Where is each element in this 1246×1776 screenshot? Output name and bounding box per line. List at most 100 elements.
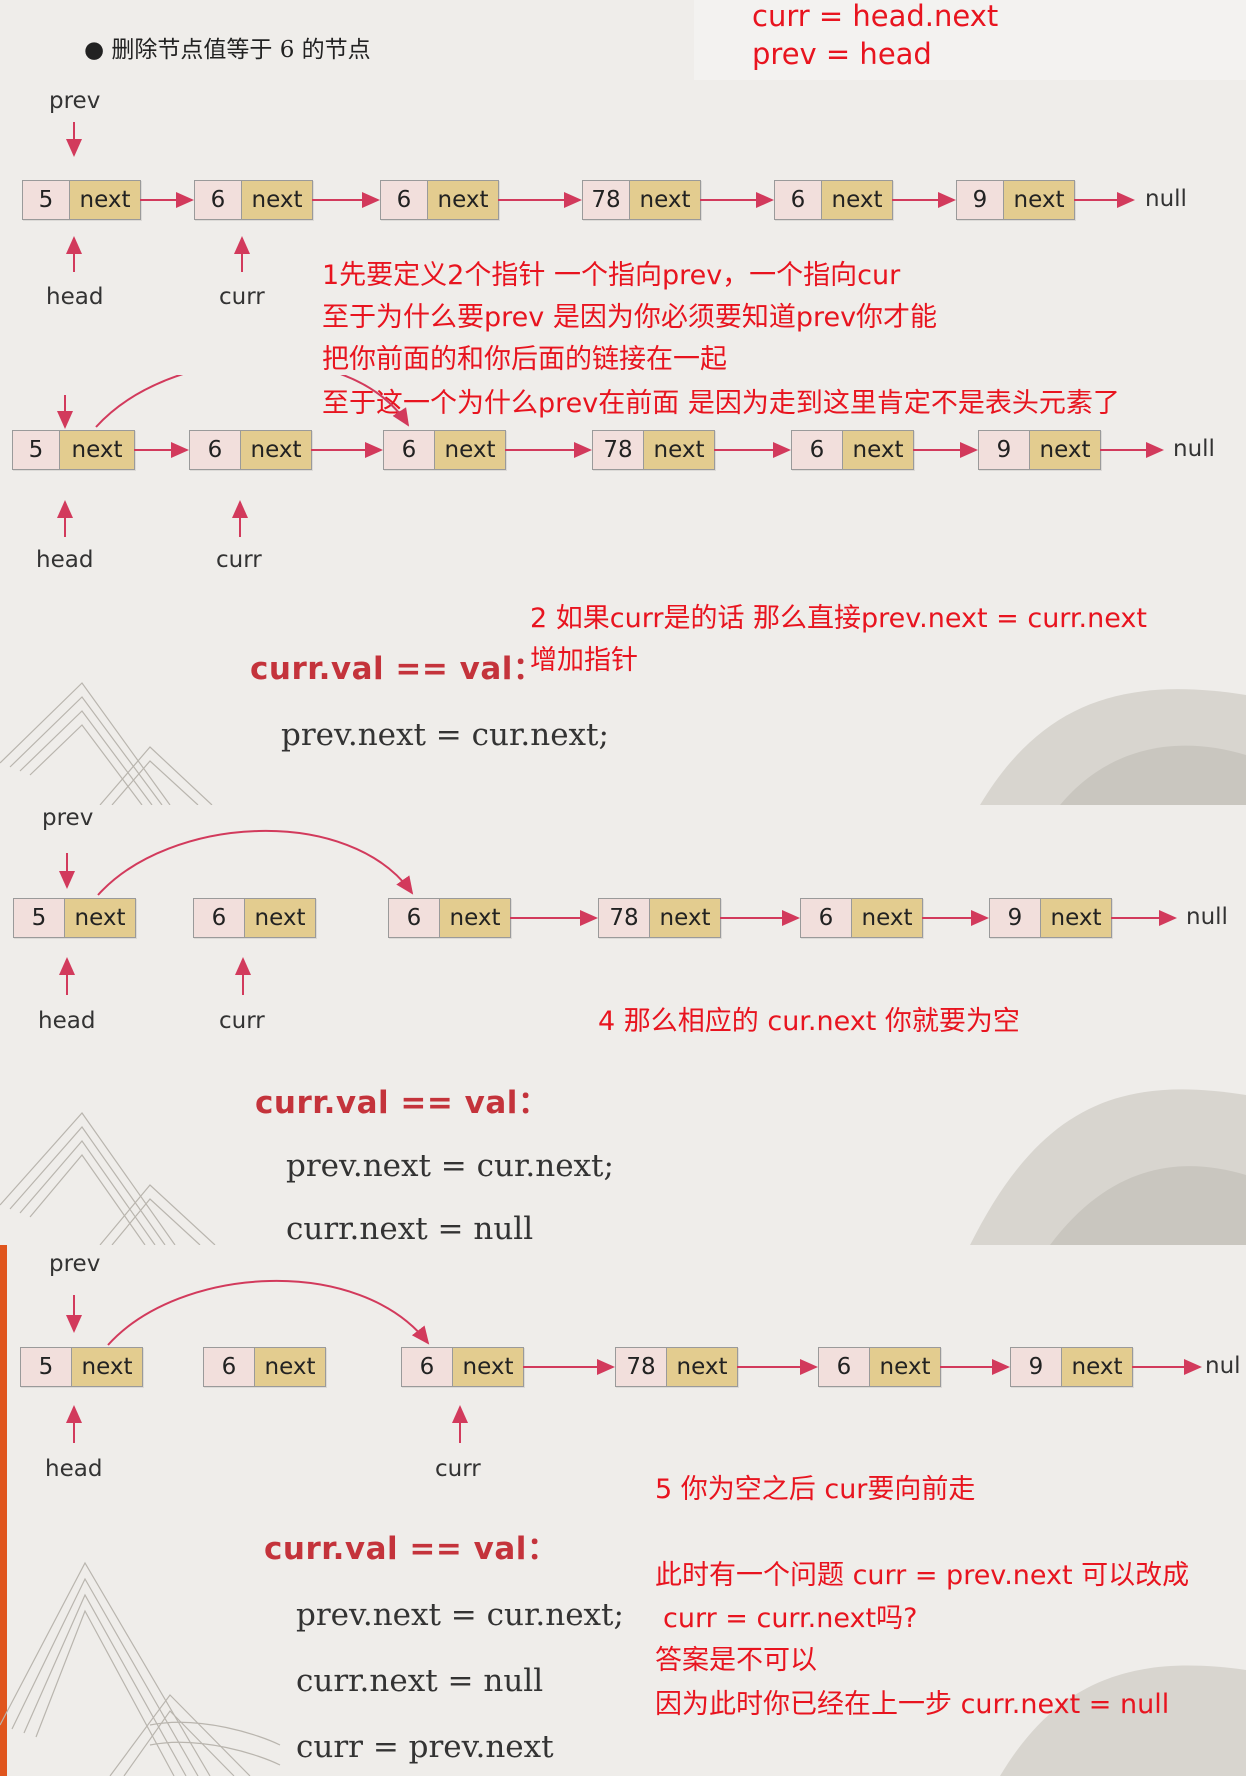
note-line: 答案是不可以 (655, 1645, 817, 1676)
node-value: 78 (593, 431, 644, 469)
node-next-field: next (852, 899, 922, 937)
node-value: 9 (979, 431, 1030, 469)
note-line: 增加指针 (530, 645, 638, 676)
node-value: 6 (194, 899, 245, 937)
top-note-line-2: prev = head (752, 37, 932, 71)
node-value: 5 (23, 181, 70, 219)
note-line: 至于这一个为什么prev在前面 是因为走到这里肯定不是表头元素了 (322, 388, 1120, 419)
node-value: 6 (190, 431, 241, 469)
node-next-field: next (630, 181, 700, 219)
curr-pointer-label: curr (435, 1456, 481, 1482)
curr-pointer-label: curr (219, 1008, 265, 1034)
code-line: curr = prev.next (296, 1729, 554, 1765)
node-value: 9 (990, 899, 1041, 937)
node-next-field: next (1030, 431, 1100, 469)
note-line: 因为此时你已经在上一步 curr.next = null (655, 1689, 1170, 1720)
node-value: 6 (384, 431, 435, 469)
node-value: 5 (13, 431, 60, 469)
node-value: 9 (1011, 1348, 1062, 1386)
node-next-field: next (843, 431, 913, 469)
node-next-field: next (870, 1348, 940, 1386)
node-next-field: next (435, 431, 505, 469)
node-value: 6 (402, 1348, 453, 1386)
head-pointer-label: head (45, 1456, 103, 1482)
node-next-field: next (453, 1348, 523, 1386)
note-line: 5 你为空之后 cur要向前走 (655, 1474, 976, 1505)
mountain-decoration (0, 682, 1246, 805)
node-value: 78 (599, 899, 650, 937)
mountain-decoration (0, 1561, 1246, 1776)
node-value: 6 (792, 431, 843, 469)
node-value: 6 (381, 181, 428, 219)
slide-panel-1: ● 删除节点值等于 6 的节点 curr = head.next prev = … (0, 0, 1246, 375)
node-next-field: next (241, 431, 311, 469)
node-next-field: next (1041, 899, 1111, 937)
node-value: 6 (204, 1348, 255, 1386)
node-next-field: next (667, 1348, 737, 1386)
node-next-field: next (60, 431, 134, 469)
slide-title: ● 删除节点值等于 6 的节点 (84, 37, 371, 63)
node-value: 78 (583, 181, 630, 219)
curr-pointer-label: curr (216, 547, 262, 573)
node-value: 5 (21, 1348, 72, 1386)
note-line: 4 那么相应的 cur.next 你就要为空 (598, 1006, 1020, 1037)
node-next-field: next (245, 899, 315, 937)
head-pointer-label: head (36, 547, 94, 573)
curr-pointer-label: curr (219, 284, 265, 310)
note-line: 至于为什么要prev 是因为你必须要知道prev你才能 (322, 302, 938, 333)
node-next-field: next (70, 181, 140, 219)
node-next-field: next (1062, 1348, 1132, 1386)
node-next-field: next (644, 431, 714, 469)
prev-pointer-label: prev (49, 88, 101, 114)
null-terminator: null (1145, 186, 1187, 212)
top-note-box: curr = head.next prev = head (694, 0, 1246, 80)
code-line: prev.next = cur.next; (281, 717, 609, 753)
code-line: curr.next = null (296, 1663, 544, 1699)
condition-text: curr.val == val： (250, 651, 545, 687)
node-next-field: next (428, 181, 498, 219)
mountain-decoration (0, 1089, 1246, 1245)
condition-text: curr.val == val： (255, 1085, 550, 1121)
node-value: 78 (616, 1348, 667, 1386)
note-line: 2 如果curr是的话 那么直接prev.next = curr.next (530, 603, 1147, 634)
node-value: 6 (775, 181, 822, 219)
head-pointer-label: head (38, 1008, 96, 1034)
prev-pointer-label: prev (49, 1251, 101, 1277)
head-pointer-label: head (46, 284, 104, 310)
node-value: 9 (957, 181, 1004, 219)
condition-text: curr.val == val： (264, 1531, 559, 1567)
node-value: 6 (389, 899, 440, 937)
null-terminator: null (1173, 436, 1215, 462)
note-line: 把你前面的和你后面的链接在一起 (322, 344, 727, 375)
node-next-field: next (72, 1348, 142, 1386)
note-line: 此时有一个问题 curr = prev.next 可以改成 (655, 1560, 1190, 1591)
node-next-field: next (650, 899, 720, 937)
node-value: 6 (195, 181, 242, 219)
null-terminator: null (1186, 904, 1228, 930)
